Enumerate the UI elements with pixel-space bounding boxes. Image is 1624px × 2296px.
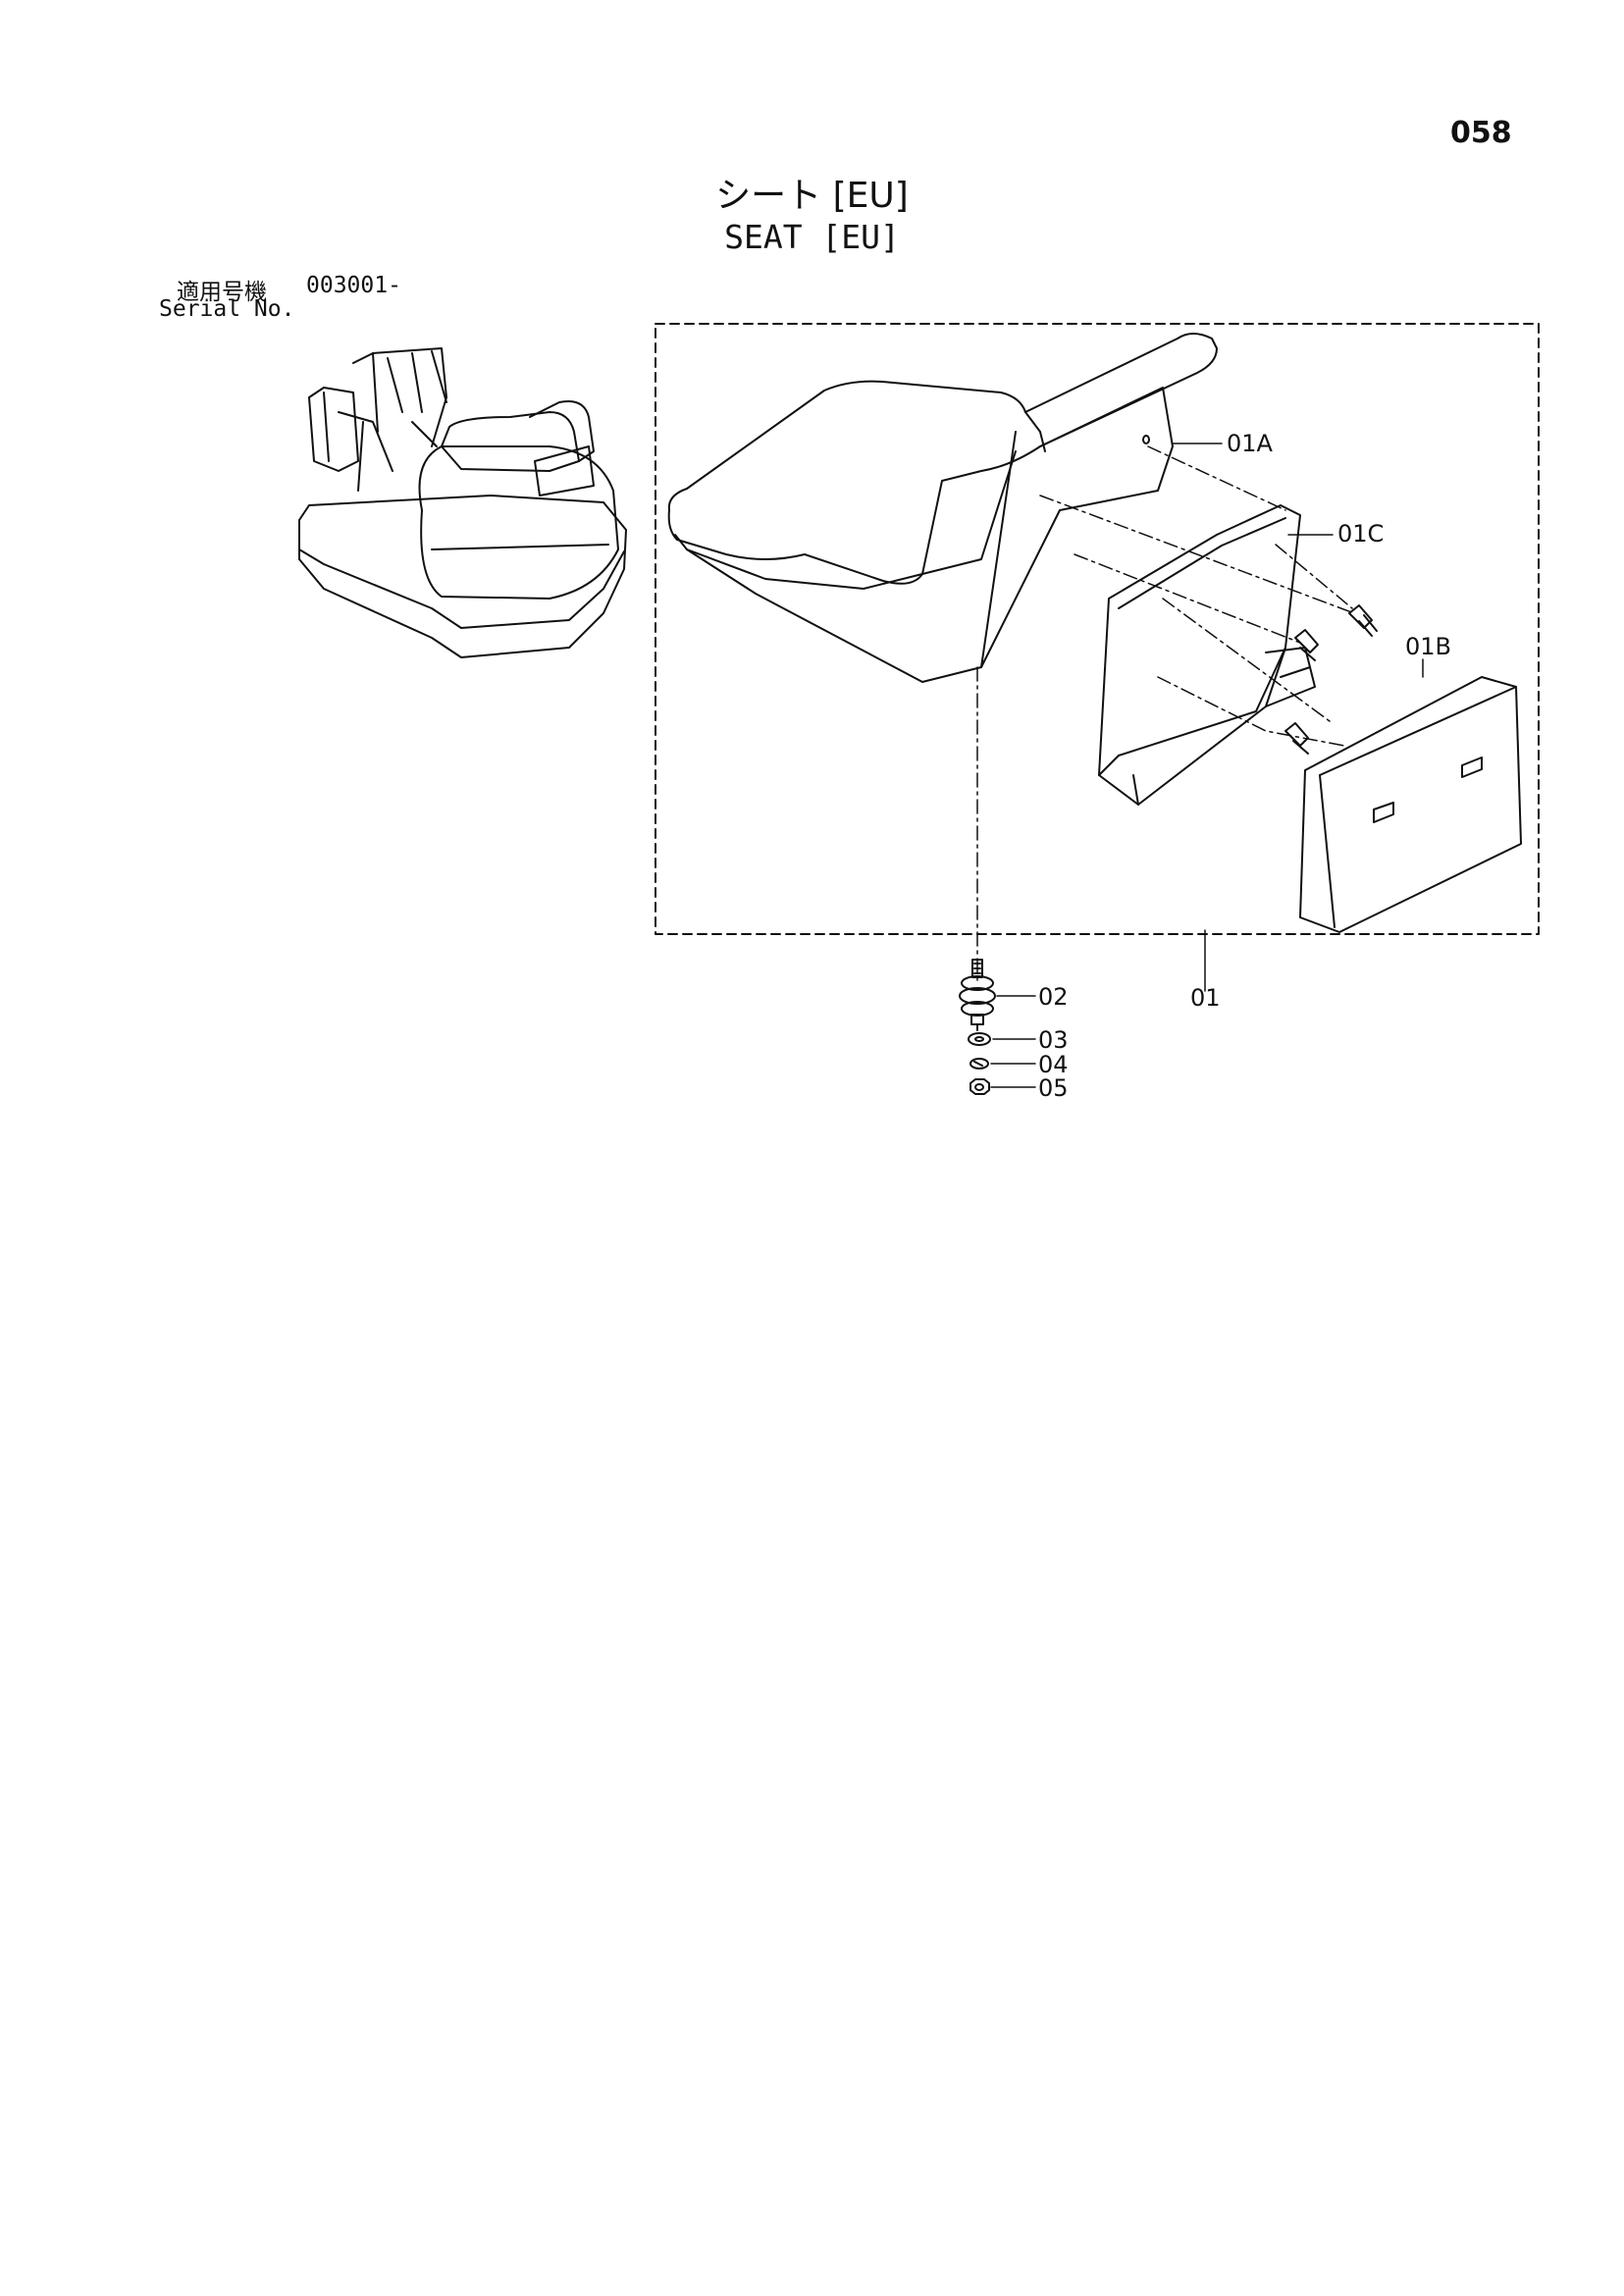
callout-01B: 01B [1405,633,1452,660]
nut-illustration [969,1078,990,1095]
mount-stud-illustration [959,959,996,1031]
callout-04: 04 [1038,1051,1069,1078]
seat-bracket-illustration [1098,504,1316,806]
page-number: 058 [1450,116,1512,150]
callout-05: 05 [1038,1074,1069,1102]
serial-label-en: Serial No. [159,296,295,322]
assembly-boundary-box [655,323,1540,935]
machine-overview-illustration [298,347,627,658]
lock-washer-illustration [969,1058,989,1070]
serial-number-value: 003001- [306,273,401,298]
callout-02: 02 [1038,983,1069,1011]
serial-label-ja: 適用号機 [177,280,267,305]
alignment-lines [976,445,1355,982]
seat-cushion-illustration [667,333,1218,683]
callout-01: 01 [1190,984,1221,1012]
callout-01A: 01A [1227,430,1273,457]
bolt-fasteners-illustration [1284,604,1378,755]
washer-illustration [968,1032,991,1046]
leader-lines [990,443,1424,1088]
callout-01C: 01C [1337,520,1385,548]
page-title-ja: シート [EU] [715,176,909,216]
seat-cover-illustration [1299,676,1522,933]
callout-03: 03 [1038,1026,1069,1054]
page-title-en: SEAT [EU] [724,218,900,256]
